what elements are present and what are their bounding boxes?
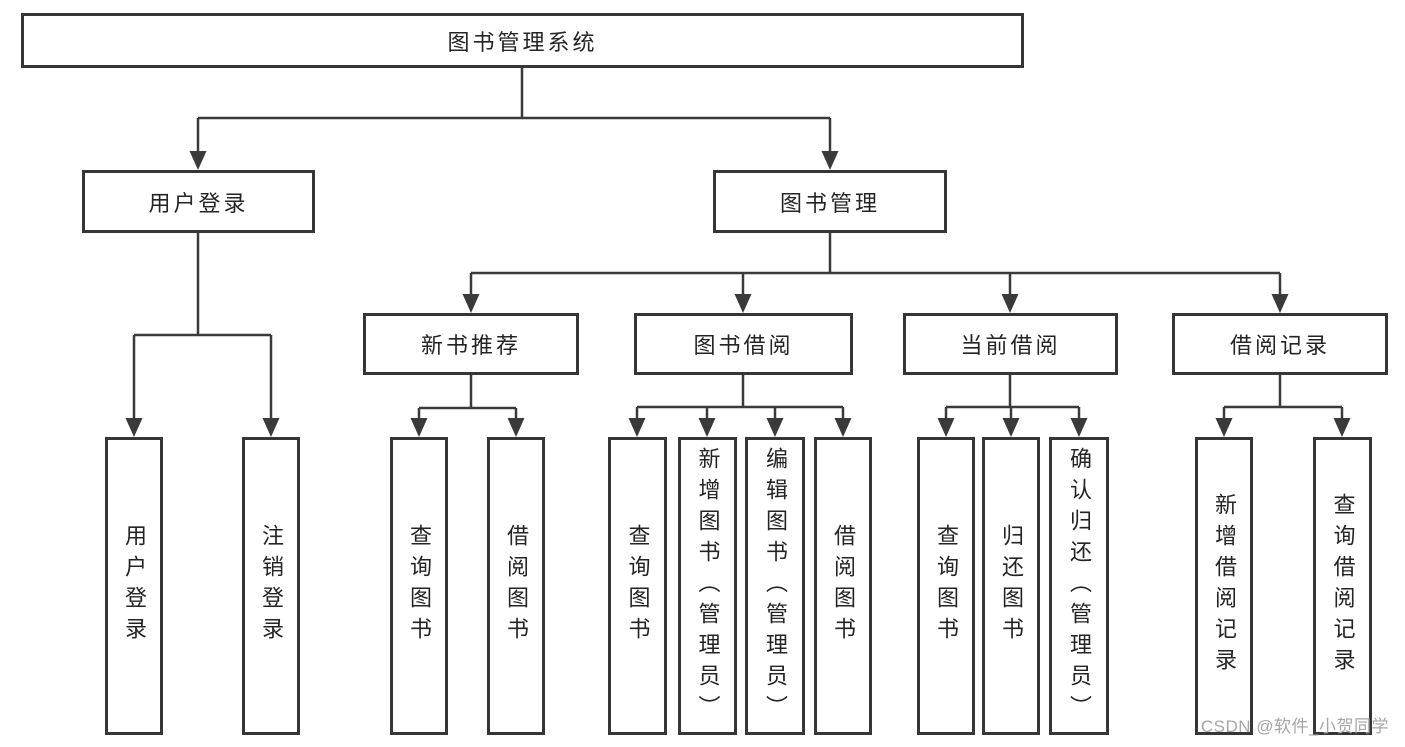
node-borrowing-records: 借阅记录 [1172, 313, 1388, 375]
node-label: 归还图书 [999, 524, 1024, 648]
leaf-user-login: 用户登录 [105, 437, 163, 735]
node-label: 用户登录 [122, 524, 147, 648]
node-library-management-system: 图书管理系统 [21, 13, 1024, 68]
node-label: 新增借阅记录 [1212, 493, 1237, 679]
node-label: 借阅图书 [831, 524, 856, 648]
node-label: 查询图书 [625, 524, 651, 648]
node-label: 图书借阅 [693, 333, 794, 358]
node-label: 编辑图书（管理员） [763, 446, 788, 726]
leaf-records-add-borrow-record: 新增借阅记录 [1195, 437, 1253, 735]
node-label: 确认归还（管理员） [1067, 446, 1092, 726]
leaf-current-confirm-return-admin: 确认归还（管理员） [1049, 437, 1109, 735]
node-label: 查询图书 [934, 524, 959, 648]
node-book-management: 图书管理 [713, 170, 947, 233]
leaf-borrowing-query-books: 查询图书 [608, 437, 667, 735]
node-label: 查询借阅记录 [1330, 493, 1356, 679]
leaf-borrowing-add-book-admin: 新增图书（管理员） [678, 437, 737, 735]
node-label: 新书推荐 [420, 333, 521, 358]
node-new-book-recommendation: 新书推荐 [363, 313, 579, 375]
node-label: 当前借阅 [960, 333, 1061, 358]
node-label: 图书管理 [779, 190, 880, 216]
node-user-login-branch: 用户登录 [82, 170, 315, 233]
node-label: 图书管理系统 [447, 29, 598, 55]
leaf-logout: 注销登录 [242, 437, 300, 735]
leaf-current-query-books: 查询图书 [917, 437, 975, 735]
node-current-borrowing: 当前借阅 [903, 313, 1118, 375]
node-label: 借阅图书 [504, 524, 529, 648]
node-book-borrowing: 图书借阅 [634, 313, 853, 375]
leaf-borrowing-edit-book-admin: 编辑图书（管理员） [745, 437, 805, 735]
node-label: 注销登录 [259, 524, 284, 648]
leaf-current-return-books: 归还图书 [982, 437, 1040, 735]
node-label: 查询图书 [407, 524, 432, 648]
node-label: 新增图书（管理员） [695, 446, 721, 726]
leaf-recommend-borrow-books: 借阅图书 [487, 437, 545, 735]
leaf-recommend-query-books: 查询图书 [390, 437, 448, 735]
node-label: 借阅记录 [1229, 333, 1330, 358]
node-label: 用户登录 [148, 190, 249, 216]
csdn-watermark: CSDN @软件_小贺同学 [1200, 717, 1389, 736]
leaf-borrowing-borrow-books: 借阅图书 [814, 437, 872, 735]
leaf-records-query-borrow-record: 查询借阅记录 [1313, 437, 1372, 735]
